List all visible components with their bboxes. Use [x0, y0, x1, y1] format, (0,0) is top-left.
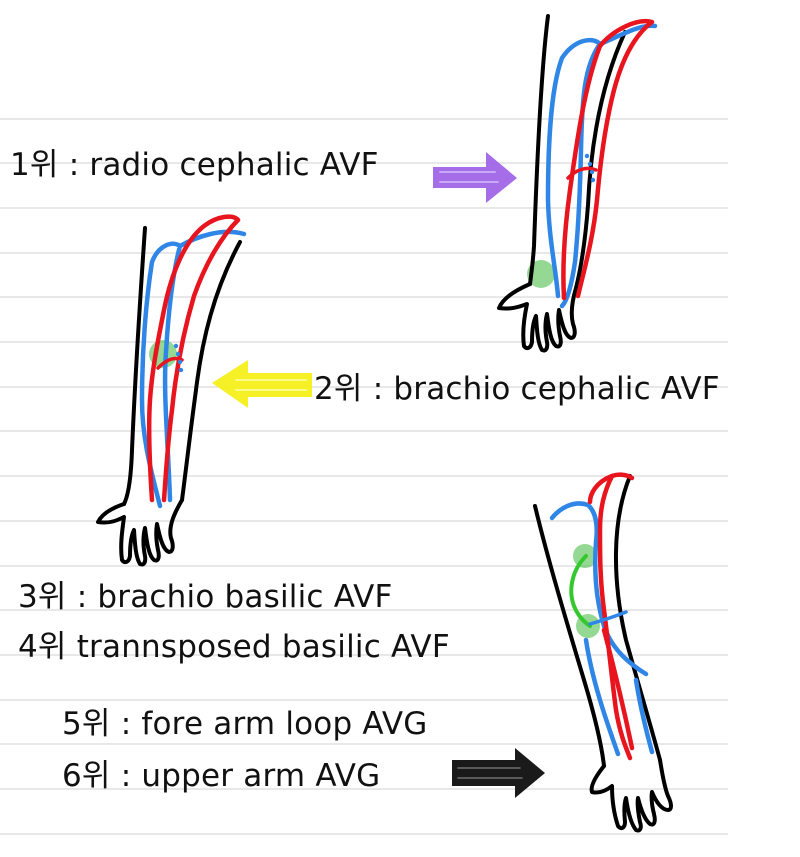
hand-outline	[96, 498, 184, 567]
arm-radio-cephalic	[497, 14, 658, 353]
artery-radial	[561, 18, 655, 301]
rank2-label: 2위 : brachio cephalic AVF	[314, 371, 720, 407]
rank4-label: 4위 trannsposed basilic AVF	[18, 629, 450, 665]
artery-top-cap	[609, 472, 635, 481]
vein-branch	[177, 229, 247, 249]
artery-lower-branch	[601, 627, 635, 751]
hand-outline	[497, 282, 578, 353]
artery-connector	[156, 356, 184, 370]
vein-cephalic-lower	[583, 637, 621, 757]
artery-brachial	[146, 214, 241, 503]
arrow-purple-icon	[433, 152, 517, 203]
vein-cephalic	[139, 241, 183, 509]
rank1-label: 1위 : radio cephalic AVF	[10, 147, 379, 183]
arm-outline	[528, 14, 627, 290]
arm-brachio-basilic	[533, 472, 673, 833]
vein-basilic-upper	[549, 501, 649, 677]
graft-loop	[569, 554, 592, 628]
rank3-label: 3위 : brachio basilic AVF	[18, 579, 393, 615]
arm-outline	[122, 226, 242, 506]
arm-brachio-cephalic	[96, 214, 247, 567]
dotted-sutures	[173, 343, 184, 373]
artery-connector	[566, 166, 598, 180]
arrow-yellow-icon	[212, 360, 312, 408]
graft-link	[588, 610, 628, 626]
arm-outline	[533, 474, 662, 768]
hand-outline	[589, 758, 673, 833]
rank6-label: 6위 : upper arm AVG	[62, 758, 381, 794]
vein-lower-second	[633, 677, 655, 755]
arrow-black-icon	[452, 748, 545, 798]
dotted-sutures	[584, 153, 596, 183]
rank5-label: 5위 : fore arm loop AVG	[62, 706, 428, 742]
ruled-lines	[0, 118, 728, 835]
